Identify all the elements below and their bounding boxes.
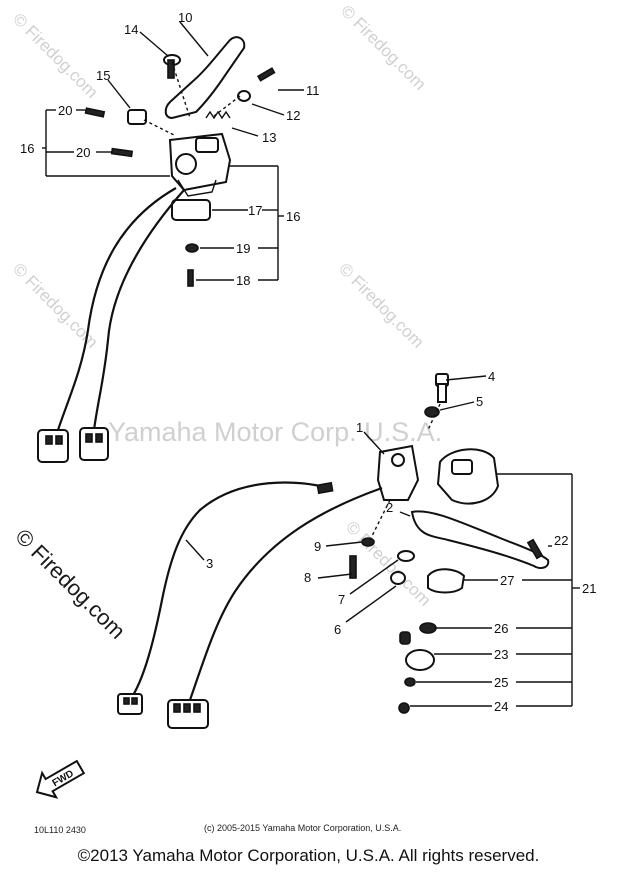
upper-leaders: [42, 21, 304, 281]
connector-part: [79, 427, 109, 461]
callout-10: 10: [178, 10, 192, 25]
oring-part: [397, 550, 415, 562]
lower-leaders: [185, 375, 580, 707]
callout-3: 3: [206, 556, 213, 571]
right-switch-housing: [436, 448, 500, 505]
washer-part: [404, 677, 416, 687]
brake-lever-part: [410, 510, 550, 569]
callout-7: 7: [338, 592, 345, 607]
callout-6: 6: [334, 622, 341, 637]
bracket-part: [427, 568, 466, 594]
connector-part: [117, 693, 143, 715]
copyright-notice: ©2013 Yamaha Motor Corporation, U.S.A. A…: [77, 846, 540, 865]
lever-part: [164, 36, 246, 120]
diagram-code: 10L110 2430: [34, 825, 86, 835]
callout-20: 20: [76, 145, 90, 160]
wiring-harness: [92, 189, 185, 431]
bolt-part: [435, 373, 449, 403]
callout-21: 21: [582, 581, 596, 596]
wiring-harness: [188, 486, 383, 701]
bolt-part: [526, 538, 544, 560]
watermark-firedog: © Firedog.com: [337, 1, 429, 93]
screw-part: [84, 107, 106, 118]
callout-19: 19: [236, 241, 250, 256]
callout-4: 4: [488, 369, 495, 384]
callout-2: 2: [386, 500, 393, 515]
washer-part: [185, 243, 199, 253]
cable-end-part: [316, 481, 334, 495]
callout-1: 1: [356, 420, 363, 435]
screw-part: [398, 702, 410, 714]
watermark-firedog: © Firedog.com: [335, 259, 427, 351]
handlebar-switch-housing: [168, 132, 232, 197]
callout-12: 12: [286, 108, 300, 123]
wiring-harness: [56, 187, 177, 431]
callout-26: 26: [494, 621, 508, 636]
pivot-bolt-part: [163, 54, 181, 79]
washer-part: [419, 622, 437, 634]
washer-part: [237, 90, 251, 102]
right-lever-assembly: [117, 373, 550, 729]
lower-switch-part: [171, 199, 211, 221]
callout-15: 15: [96, 68, 110, 83]
screw-part: [187, 269, 194, 287]
callout-14: 14: [124, 22, 138, 37]
spring-part: [205, 110, 231, 120]
watermark-firedog-large: © Firedog.com: [10, 524, 130, 644]
pin-part: [349, 555, 357, 579]
callout-16: 16: [20, 141, 34, 156]
lever-holder-part: [376, 444, 420, 501]
diagram-copyright: (c) 2005-2015 Yamaha Motor Corporation, …: [204, 823, 401, 833]
callout-17: 17: [248, 203, 262, 218]
screw-part: [256, 67, 276, 82]
fwd-arrow: FWD: [35, 759, 86, 799]
nut-part: [390, 571, 406, 585]
callout-9: 9: [314, 539, 321, 554]
washer-part: [361, 537, 375, 547]
connector-part: [37, 429, 69, 463]
washer-part: [424, 406, 440, 418]
callout-23: 23: [494, 647, 508, 662]
callout-8: 8: [304, 570, 311, 585]
callout-16: 16: [286, 209, 300, 224]
switch-part: [399, 631, 435, 671]
callout-labels: 10 14 15 11 12 13 20 20 16 17 16 19 18 4…: [20, 10, 596, 714]
left-switch-assembly: [37, 36, 276, 463]
throttle-cable: [129, 481, 329, 701]
callout-13: 13: [262, 130, 276, 145]
callout-20: 20: [58, 103, 72, 118]
callout-11: 11: [306, 83, 320, 98]
callout-22: 22: [554, 533, 568, 548]
nut-part: [127, 109, 147, 125]
watermark-yamaha: Yamaha Motor Corp. U.S.A.: [108, 417, 442, 447]
callout-27: 27: [500, 573, 514, 588]
callout-24: 24: [494, 699, 508, 714]
watermarks: © Firedog.com © Firedog.com © Firedog.co…: [9, 1, 442, 609]
callout-25: 25: [494, 675, 508, 690]
screw-part: [110, 147, 134, 158]
watermark-firedog: © Firedog.com: [9, 9, 101, 101]
callout-5: 5: [476, 394, 483, 409]
callout-18: 18: [236, 273, 250, 288]
connector-part: [167, 699, 209, 729]
